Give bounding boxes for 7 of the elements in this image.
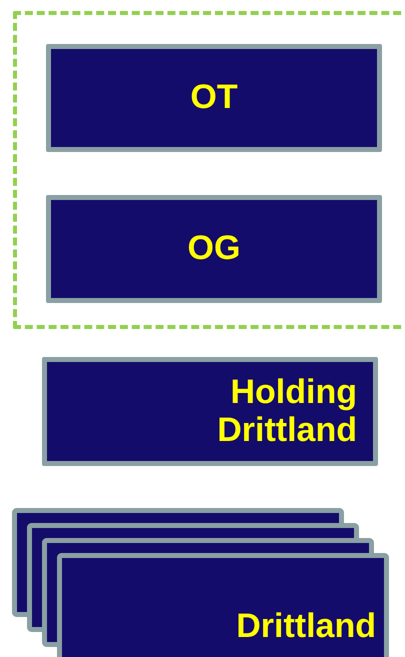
entity-box [42, 357, 378, 466]
entity-box [46, 44, 382, 152]
entity-label: Drittland [236, 608, 376, 646]
entity-label: OT [190, 79, 238, 117]
entity-label: Holding Drittland [216, 374, 357, 449]
entity-box [46, 195, 382, 303]
entity-label: OG [188, 230, 240, 268]
